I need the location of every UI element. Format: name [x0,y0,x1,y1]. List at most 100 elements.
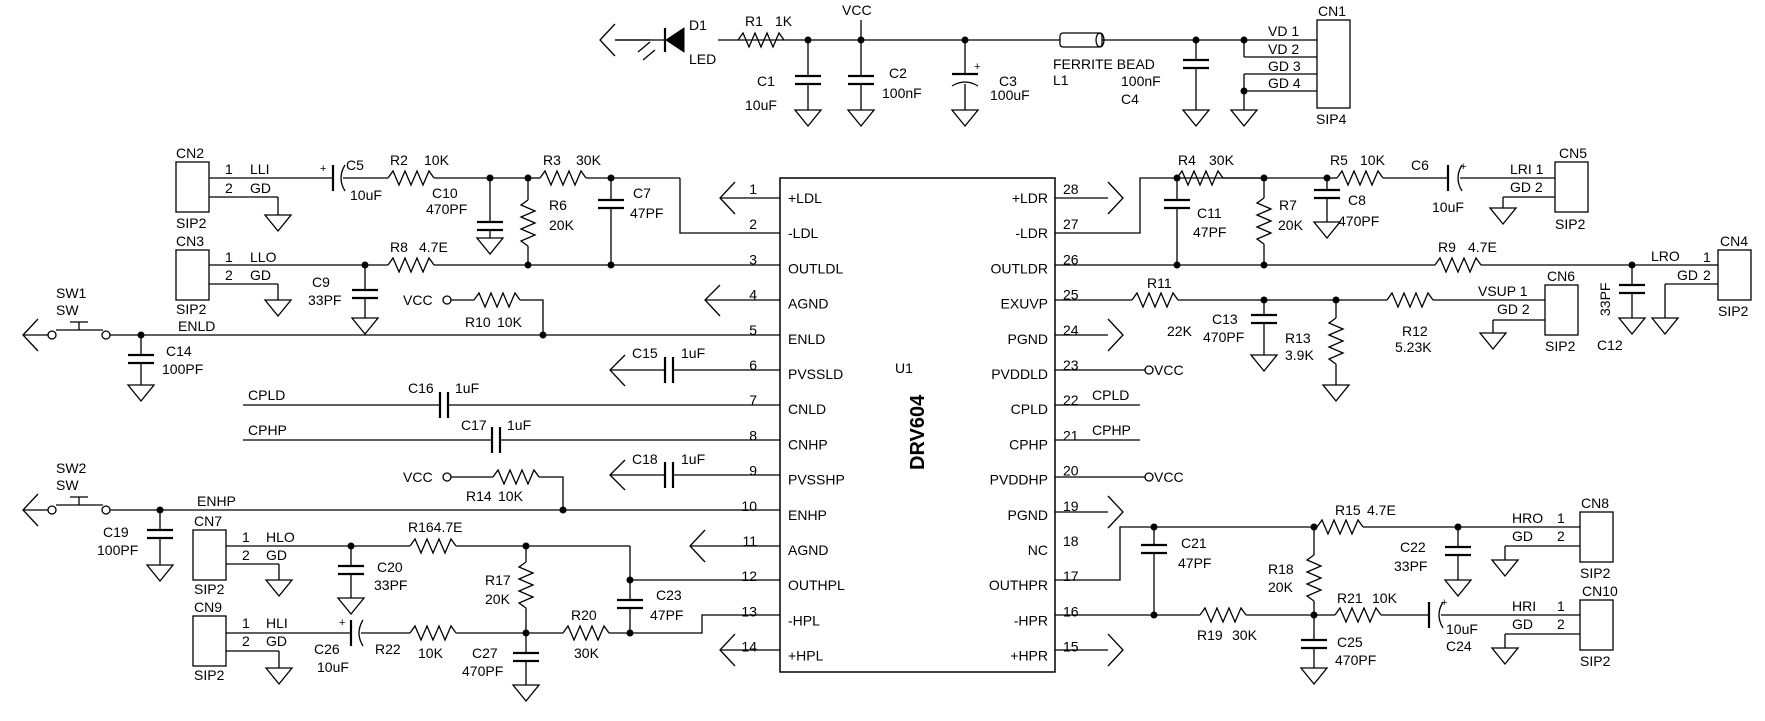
connector-cn5 [1554,161,1589,213]
ic-pin-name: +HPR [1010,648,1048,664]
left-headphone-section: CN7 SIP2 1 2 HLO GD C20 33PF R164.7E R17… [192,513,780,702]
r10-label: R10 [465,314,491,330]
vcc-pvddld-label: VCC [1154,362,1184,378]
r18-label: R18 [1268,561,1294,577]
connector-cn3 [175,249,210,301]
c20-value: 33PF [374,577,407,593]
ic-pin-number: 20 [1063,463,1079,479]
c24-plus: + [1441,597,1447,609]
hlo-label: HLO [266,529,295,545]
c16-label: C16 [408,380,434,396]
capacitor-c1 [794,40,822,127]
connector-cn4 [1717,249,1752,301]
cn2-gd-label: GD [250,180,271,196]
r21-value: 10K [1372,590,1398,606]
cn9-gd-label: GD [266,633,287,649]
resistor-r3 [539,169,587,187]
c6-value: 10uF [1432,199,1464,215]
sw2-type: SW [56,477,79,493]
ic-pin-name: CPHP [1009,436,1048,452]
cn9-sip: SIP2 [194,667,225,683]
left-line-input-section: CN2 SIP2 1 2 LLI GD + C5 10uF R2 10K C10… [22,145,780,402]
left-charge-pump-section: C15 1uF CPLD C16 1uF CPHP C17 1uF C18 1u… [22,181,780,667]
resistor-r4 [1176,169,1224,187]
c21-label: C21 [1181,535,1207,551]
ic-pin-number: 21 [1063,427,1079,443]
c4-value: 100nF [1121,73,1161,89]
c24-value: 10uF [1446,621,1478,637]
resistor-r11 [1131,291,1179,309]
c9-value: 33PF [308,292,341,308]
c15-value: 1uF [681,345,705,361]
c4-label: C4 [1121,91,1139,107]
led-label: LED [689,51,716,67]
ic-pin-name: CNHP [788,436,828,452]
r11-label: R11 [1147,275,1172,291]
cn4-label: CN4 [1720,233,1748,249]
c13-value: 470PF [1203,329,1244,345]
r9-value: 4.7E [1468,239,1497,255]
capacitor-c4 [1182,40,1210,127]
c3-plus: + [974,61,980,73]
r21-label: R21 [1337,590,1363,606]
resistor-r16 [409,537,457,555]
cn3-pin2: 2 [225,267,233,283]
ic-pin-number: 6 [749,357,757,373]
ic-pin-name: ENHP [788,507,827,523]
cn7-pin1: 1 [242,529,250,545]
ic-pin-number: 15 [1063,639,1079,655]
r13-value: 3.9K [1285,347,1314,363]
connector-cn7 [192,529,227,581]
ic-u1: U1 DRV604 1+LDL2-LDL3OUTLDL4AGND5ENLD6PV… [741,177,1079,673]
r11-value: 22K [1167,323,1193,339]
ferrite-bead-l1 [1059,32,1105,48]
cn10-pin1: 1 [1557,598,1565,614]
c18-label: C18 [632,451,658,467]
c5-plus: + [320,163,326,175]
r20-label: R20 [571,607,597,623]
ic-pin-name: PVSSLD [788,366,843,382]
ic-pin-number: 26 [1063,251,1079,267]
ic-pin-name: -HPR [1014,612,1048,628]
cn1-sip: SIP4 [1316,111,1347,127]
r3-label: R3 [543,152,561,168]
r17-value: 20K [485,591,511,607]
ic-pin-number: 23 [1063,357,1079,373]
cn8-label: CN8 [1581,495,1609,511]
c7-label: C7 [633,185,651,201]
ic-pin-name: OUTLDL [788,260,843,276]
cn8-sip: SIP2 [1580,565,1611,581]
cn10-pin2: 2 [1557,616,1565,632]
r7-label: R7 [1279,197,1297,213]
cn2-label: CN2 [176,145,204,161]
hri-label: HRI [1512,598,1536,614]
c24-label: C24 [1446,638,1472,654]
ic-pin-name: OUTHPL [788,577,845,593]
cn4-gd-label: GD [1677,267,1698,283]
ic-pin-name: +LDR [1012,190,1048,206]
ic-pin-name: NC [1028,542,1048,558]
resistor-r15 [1316,518,1364,536]
ic-pin-name: PGND [1008,507,1048,523]
ic-pin-name: CNLD [788,401,826,417]
c11-label: C11 [1197,205,1222,221]
ic-pin-number: 5 [749,322,757,338]
vcc-pvddhp-label: VCC [1154,469,1184,485]
r19-label: R19 [1197,627,1223,643]
r3-value: 30K [576,152,602,168]
ic-pin-number: 1 [749,181,757,197]
llo-label: LLO [250,249,277,265]
ic-pin-number: 22 [1063,392,1079,408]
r4-label: R4 [1178,152,1196,168]
switch-sw2 [56,496,103,506]
c14-label: C14 [166,343,192,359]
cn8-pin2: 2 [1557,528,1565,544]
ic-pin-number: 25 [1063,287,1079,303]
connector-cn9 [192,615,227,667]
connector-cn10 [1579,599,1614,651]
r18-value: 20K [1268,579,1294,595]
resistor-r19 [1199,606,1247,624]
cn7-gd-label: GD [266,547,287,563]
ic-pin-name: ENLD [788,331,825,347]
cn2-pin2: 2 [225,180,233,196]
